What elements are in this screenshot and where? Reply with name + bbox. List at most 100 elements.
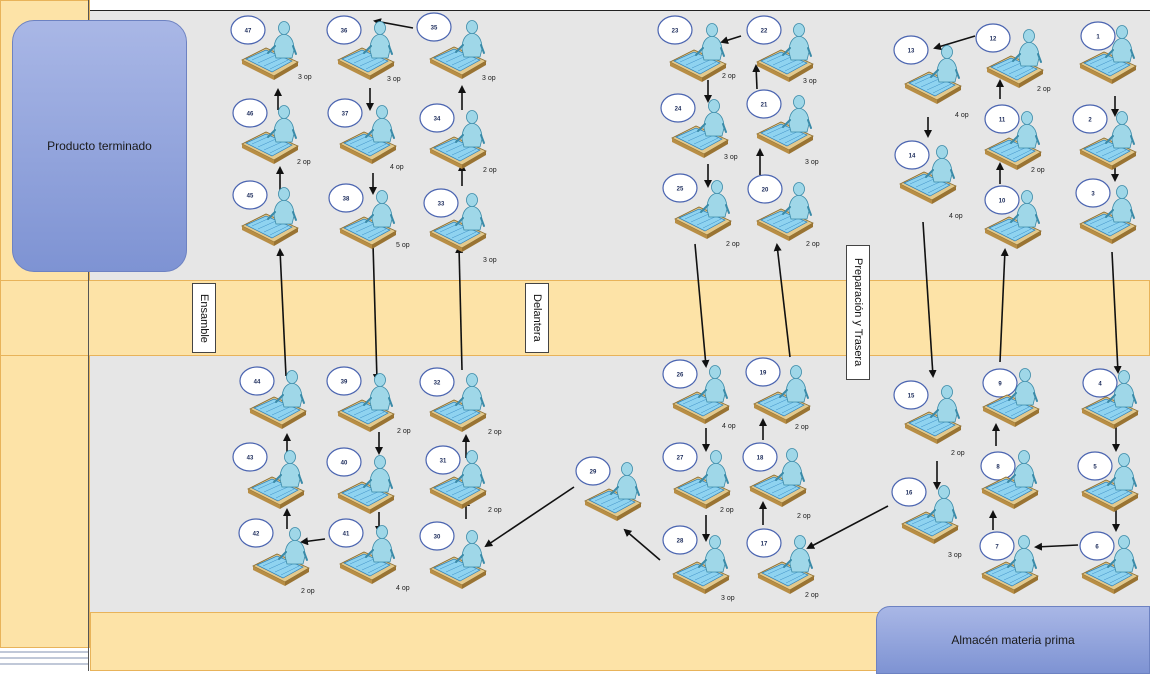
station-number: 42 — [253, 532, 260, 538]
worker-at-desk-icon — [981, 450, 1039, 509]
operators-count: 2 op — [806, 241, 820, 248]
station-number: 20 — [762, 188, 769, 194]
station-number: 39 — [341, 380, 348, 386]
operators-count: 3 op — [298, 74, 312, 81]
operators-count: 3 op — [805, 159, 819, 166]
station-24: 243 op — [660, 93, 738, 161]
station-27: 27 2 op — [662, 442, 734, 514]
station-17: 172 op — [746, 528, 819, 599]
station-number: 41 — [343, 532, 350, 538]
station-8: 8 — [980, 450, 1039, 509]
station-33: 333 op — [423, 188, 497, 264]
station-34: 342 op — [419, 103, 497, 174]
left-divider-line — [88, 0, 89, 671]
station-number-circle — [326, 15, 362, 45]
station-number: 21 — [761, 103, 768, 109]
worker-at-desk-icon — [339, 190, 397, 249]
station-number-circle — [232, 98, 268, 128]
station-number: 37 — [342, 112, 349, 118]
operators-count: 2 op — [795, 424, 809, 431]
station-number: 46 — [247, 112, 254, 118]
station-3: 3 — [1075, 178, 1137, 244]
station-number-circle — [746, 89, 782, 119]
raw-materials-label: Almacén materia prima — [951, 633, 1075, 647]
station-20: 20 2 op — [747, 174, 820, 248]
station-number-circle — [1082, 368, 1118, 398]
station-2: 2 — [1072, 104, 1137, 170]
station-number: 2 — [1088, 118, 1092, 124]
operators-count: 2 op — [488, 507, 502, 514]
station-21: 21 3 op — [746, 89, 819, 166]
station-28: 283 op — [662, 525, 735, 602]
legend-lines — [0, 651, 88, 665]
worker-at-desk-icon — [753, 365, 811, 424]
station-23: 232 op — [657, 15, 736, 82]
operators-count: 2 op — [1031, 167, 1045, 174]
area-label-prep-rear: Preparación y Trasera — [846, 245, 870, 380]
station-number-circle — [238, 518, 274, 548]
station-number-circle — [980, 451, 1016, 481]
station-36: 363 op — [326, 15, 401, 83]
station-25: 25 2 op — [662, 173, 740, 248]
station-number: 27 — [677, 456, 684, 462]
station-number-circle — [746, 15, 782, 45]
station-number: 31 — [440, 459, 447, 465]
station-number: 24 — [675, 107, 682, 113]
station-number: 25 — [677, 187, 684, 193]
station-number: 17 — [761, 542, 768, 548]
operators-count: 2 op — [397, 428, 411, 435]
station-number-circle — [984, 104, 1020, 134]
station-number: 15 — [908, 394, 915, 400]
station-number-circle — [575, 456, 611, 486]
finished-goods-box: Producto terminado — [12, 20, 187, 272]
station-19: 19 2 op — [745, 357, 811, 431]
station-40: 40 — [326, 447, 395, 514]
operators-count: 2 op — [1037, 86, 1051, 93]
worker-at-desk-icon — [899, 145, 957, 204]
station-37: 374 op — [327, 98, 404, 171]
operators-count: 2 op — [726, 241, 740, 248]
station-number: 40 — [341, 461, 348, 467]
worker-at-desk-icon — [1079, 185, 1137, 244]
station-number: 23 — [672, 29, 679, 35]
worker-at-desk-icon — [249, 370, 307, 429]
station-number: 9 — [998, 382, 1002, 388]
station-6: 6 — [1079, 531, 1139, 594]
station-number: 16 — [906, 491, 913, 497]
station-39: 39 2 op — [326, 366, 411, 435]
station-9: 9 — [982, 368, 1040, 427]
worker-at-desk-icon — [1081, 453, 1139, 512]
worker-at-desk-icon — [982, 368, 1040, 427]
worker-at-desk-icon — [904, 385, 962, 444]
station-number-circle — [423, 188, 459, 218]
station-number-circle — [1079, 531, 1115, 561]
worker-at-desk-icon — [429, 110, 487, 169]
operators-count: 2 op — [951, 450, 965, 457]
station-number: 44 — [254, 380, 261, 386]
worker-at-desk-icon — [1081, 535, 1139, 594]
worker-at-desk-icon — [247, 450, 305, 509]
station-number: 10 — [999, 199, 1006, 205]
worker-at-desk-icon — [749, 448, 807, 507]
station-number-circle — [232, 180, 268, 210]
area-label-assembly: Ensamble — [192, 283, 216, 353]
station-number: 5 — [1093, 465, 1097, 471]
worker-at-desk-icon — [757, 535, 815, 594]
finished-goods-label: Producto terminado — [47, 139, 152, 153]
station-number: 19 — [760, 371, 767, 377]
station-number-circle — [416, 12, 452, 42]
operators-count: 4 op — [955, 112, 969, 119]
station-29: 29 — [575, 456, 642, 521]
worker-at-desk-icon — [984, 190, 1042, 249]
station-number: 29 — [590, 470, 597, 476]
station-number: 13 — [908, 49, 915, 55]
worker-at-desk-icon — [252, 527, 310, 586]
station-38: 385 op — [328, 183, 410, 249]
operators-count: 2 op — [488, 429, 502, 436]
station-number: 1 — [1096, 35, 1100, 41]
station-number-circle — [419, 521, 455, 551]
station-number-circle — [1072, 104, 1108, 134]
operators-count: 2 op — [297, 159, 311, 166]
operators-count: 2 op — [720, 507, 734, 514]
station-number-circle — [662, 359, 698, 389]
